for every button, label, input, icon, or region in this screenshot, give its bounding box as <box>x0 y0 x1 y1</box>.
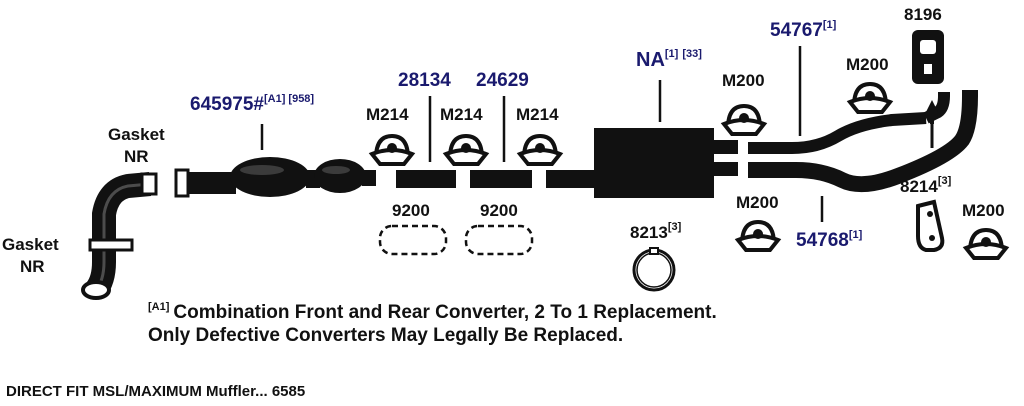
clamp-m214-label-3: M214 <box>516 105 559 124</box>
product-footer: DIRECT FIT MSL/MAXIMUM Muffler... 6585 <box>6 383 306 400</box>
gasket-9200-label-1: 9200 <box>392 201 430 220</box>
pipe-28134-shape <box>396 170 456 188</box>
gasket-upper-line2: NR <box>124 147 149 166</box>
pipe-into-muffler <box>546 170 594 188</box>
front-pipe-assembly <box>81 157 376 300</box>
clamp-m200-3 <box>734 219 782 252</box>
clamp-m200-label-1: M200 <box>722 71 765 90</box>
hanger-8214-label: 8214[3] <box>900 175 952 196</box>
clamp-m200-label-4: M200 <box>962 201 1005 220</box>
gasket-upper-line1: Gasket <box>108 125 165 144</box>
clamp-m214-1 <box>368 133 416 166</box>
footnote-line2: Only Defective Converters May Legally Be… <box>148 325 624 346</box>
clamp-m214-2 <box>442 133 490 166</box>
gasket-9200-shape-1 <box>378 224 448 256</box>
tailpipe-54767-label: 54767[1] <box>770 19 837 41</box>
hanger-8196-shape <box>912 30 944 84</box>
clamp-m200-1 <box>720 103 768 136</box>
hanger-8196-label: 8196 <box>904 5 942 24</box>
footnote-line1-text: Combination Front and Rear Converter, 2 … <box>173 302 717 323</box>
converter-part-number: 645975#[A1] [958] <box>190 93 314 115</box>
pipe-28134-label: 28134 <box>398 70 451 91</box>
footnote-line1: [A1]Combination Front and Rear Converter… <box>148 296 908 324</box>
footnote-ref: [A1] <box>148 301 170 313</box>
clamp-8213-shape <box>632 247 676 292</box>
gasket-lower-line1: Gasket <box>2 235 59 254</box>
converter-footnote: [A1]Combination Front and Rear Converter… <box>148 296 908 347</box>
clamp-m200-label-2: M200 <box>846 55 889 74</box>
clamp-m200-2 <box>846 81 894 114</box>
tailpipe-lower-54768 <box>748 90 978 193</box>
pipe-24629-shape <box>470 170 532 188</box>
pipe-24629-label: 24629 <box>476 70 529 91</box>
tailpipe-upper-54767 <box>748 92 950 154</box>
clamp-m214-label-1: M214 <box>366 105 409 124</box>
muffler-body <box>594 128 714 198</box>
clamp-m214-label-2: M214 <box>440 105 483 124</box>
clamp-m214-3 <box>516 133 564 166</box>
tailpipe-54768-label: 54768[1] <box>796 229 863 251</box>
clamp-m200-4 <box>962 227 1010 260</box>
clamp-8213-label: 8213[3] <box>630 221 682 242</box>
hanger-8214-shape <box>916 199 945 252</box>
gasket-9200-label-2: 9200 <box>480 201 518 220</box>
gasket-9200-shape-2 <box>464 224 534 256</box>
muffler-part-number: NA[1][33] <box>636 48 702 71</box>
leader-lines <box>260 46 824 222</box>
gasket-lower-line2: NR <box>20 257 45 276</box>
clamp-m200-label-3: M200 <box>736 193 779 212</box>
